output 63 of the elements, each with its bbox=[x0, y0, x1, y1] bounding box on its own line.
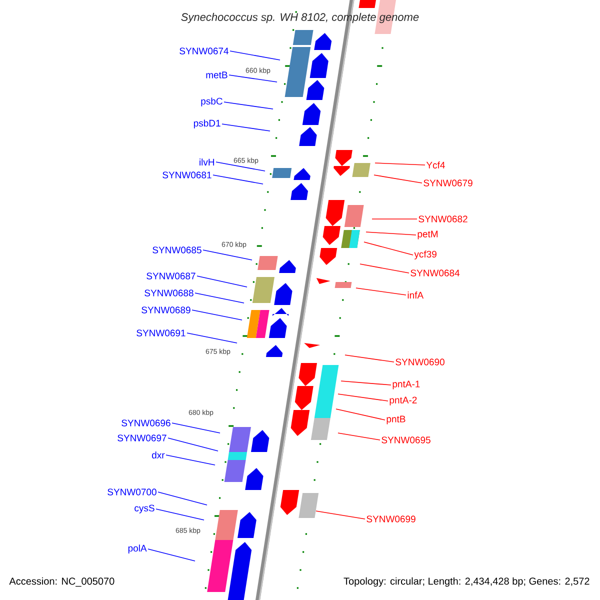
leader-line bbox=[230, 50, 280, 60]
genome-info-text: Topology: circular; Length: 2,434,428 bp; Genes: 2,572 bbox=[344, 577, 590, 587]
leader-line bbox=[338, 394, 388, 402]
gene-label: psbC bbox=[201, 98, 222, 106]
gene-label: cysS bbox=[134, 504, 154, 514]
leader-line bbox=[360, 264, 410, 274]
leader-line bbox=[364, 242, 414, 256]
gene-label: polA bbox=[128, 544, 147, 554]
gene-label: SYNW0688 bbox=[144, 290, 194, 296]
gene-label: SYNW0697 bbox=[118, 434, 166, 442]
leader-line bbox=[366, 232, 416, 236]
gene-label: SYNW0681 bbox=[162, 172, 212, 178]
leader-line bbox=[216, 162, 266, 172]
gene-label: petM bbox=[418, 230, 438, 240]
leader-line bbox=[228, 74, 278, 82]
gene-label: SYNW0699 bbox=[366, 516, 416, 522]
leader-line bbox=[336, 408, 386, 420]
gene-label: Ycf4 bbox=[426, 162, 445, 168]
leader-line bbox=[158, 492, 208, 506]
gene-label: infA bbox=[408, 292, 424, 298]
leader-line bbox=[356, 288, 406, 296]
gene-label: dxr bbox=[152, 452, 165, 458]
gene-label: SYNW0695 bbox=[382, 436, 430, 444]
leader-line bbox=[372, 218, 418, 220]
gene-label: SYNW0687 bbox=[146, 272, 196, 280]
leader-line bbox=[344, 354, 394, 362]
leader-line bbox=[202, 250, 252, 260]
leader-line bbox=[212, 174, 264, 184]
gene-label: ilvH bbox=[200, 158, 214, 166]
gene-label: SYNW0700 bbox=[108, 488, 156, 496]
accession-text: Accession: NC_005070 bbox=[9, 577, 114, 587]
gene-label: psbD1 bbox=[194, 120, 220, 128]
leader-line bbox=[196, 276, 248, 288]
gene-label: SYNW0679 bbox=[424, 180, 472, 186]
gene-label: SYNW0684 bbox=[410, 270, 460, 276]
gene-label: pntA-2 bbox=[390, 396, 417, 406]
gene-label: SYNW0696 bbox=[122, 420, 170, 426]
leader-line bbox=[148, 548, 196, 562]
leader-line bbox=[374, 162, 426, 166]
leader-line bbox=[192, 310, 242, 320]
gene-label: SYNW0674 bbox=[180, 48, 229, 54]
gene-label: SYNW0685 bbox=[152, 246, 202, 254]
leader-line bbox=[224, 102, 274, 110]
leader-line bbox=[316, 510, 366, 520]
gene-label: pntB bbox=[386, 416, 406, 424]
leader-line bbox=[156, 508, 204, 520]
gene-label: pntA-1 bbox=[392, 380, 420, 390]
gene-label: SYNW0691 bbox=[136, 330, 186, 336]
leader-line bbox=[222, 124, 270, 132]
leader-line bbox=[172, 422, 220, 434]
leader-line bbox=[340, 380, 392, 386]
gene-label: metB bbox=[206, 72, 228, 78]
gene-label: ycf39 bbox=[414, 250, 436, 260]
leader-line bbox=[194, 292, 244, 304]
leader-line bbox=[374, 174, 422, 184]
gene-label: SYNW0682 bbox=[418, 216, 468, 222]
gene-label: SYNW0689 bbox=[142, 306, 190, 314]
leader-line bbox=[168, 438, 218, 452]
gene-label: SYNW0690 bbox=[396, 358, 444, 366]
leader-line bbox=[186, 332, 238, 344]
leader-line bbox=[338, 432, 380, 440]
leader-line bbox=[166, 454, 216, 466]
title: Synechococcus sp. WH 8102, complete genome bbox=[181, 12, 419, 24]
